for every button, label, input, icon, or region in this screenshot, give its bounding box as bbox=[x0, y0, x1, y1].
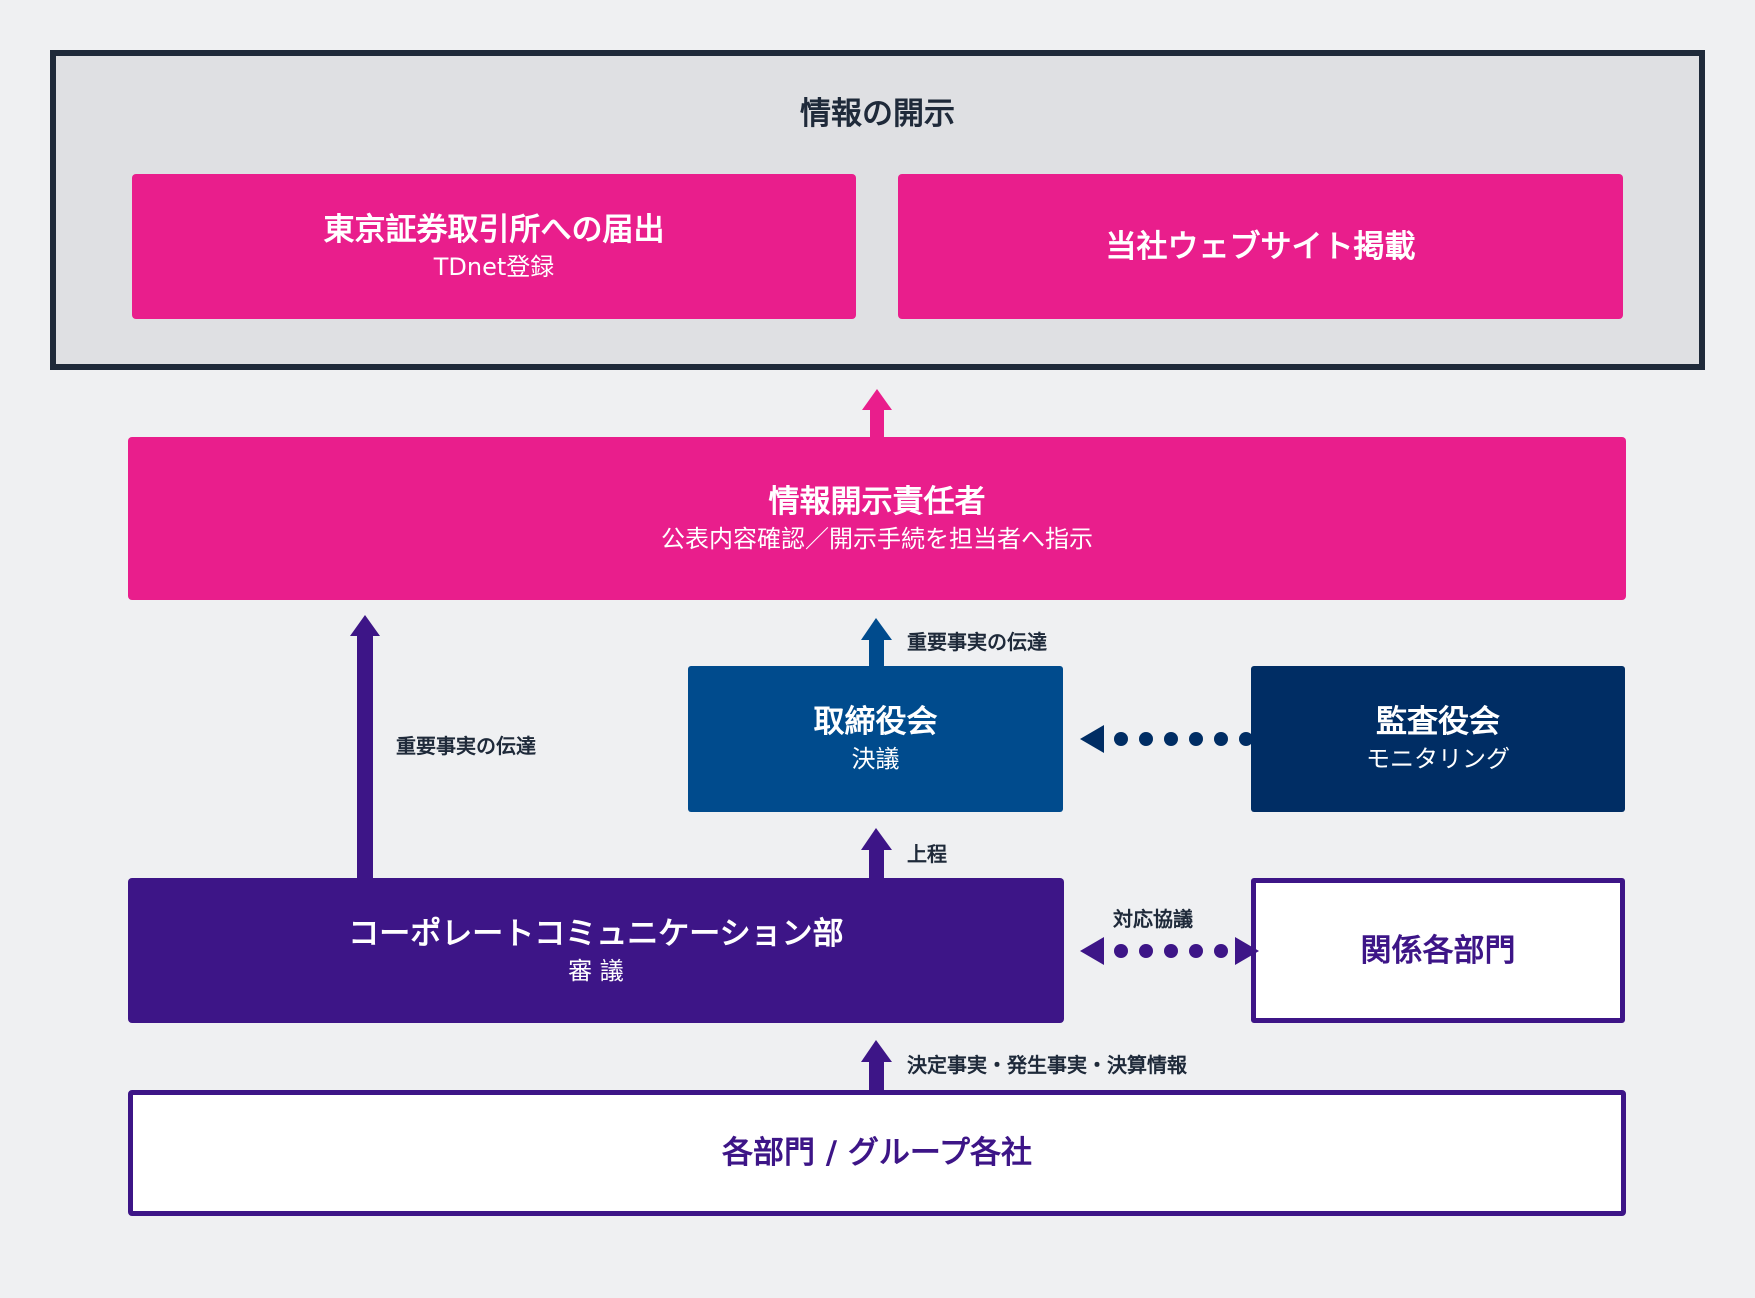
arrow-board-to-officer bbox=[861, 618, 892, 668]
arrow-corp-related-consult bbox=[1080, 937, 1259, 965]
label-left-transmit: 重要事実の伝達 bbox=[396, 734, 536, 758]
label-submit: 上程 bbox=[907, 842, 947, 866]
tse-filing-box: 東京証券取引所への届出 TDnet登録 bbox=[132, 174, 856, 319]
label-facts: 決定事実・発生事実・決算情報 bbox=[907, 1053, 1187, 1077]
arrow-corp-to-board bbox=[861, 828, 892, 880]
label-board-transmit: 重要事実の伝達 bbox=[907, 630, 1047, 654]
arrow-officer-to-disclosure bbox=[862, 389, 892, 438]
departments-group-title: 各部門 / グループ各社 bbox=[721, 1135, 1033, 1171]
related-departments-title: 関係各部門 bbox=[1360, 932, 1516, 969]
corporate-communication-title: コーポレートコミュニケーション部 bbox=[348, 915, 844, 952]
disclosure-officer-box: 情報開示責任者 公表内容確認／開示手続を担当者へ指示 bbox=[128, 437, 1626, 600]
arrow-depts-to-corp bbox=[861, 1040, 892, 1092]
disclosure-title: 情報の開示 bbox=[800, 96, 955, 132]
tse-filing-title: 東京証券取引所への届出 bbox=[323, 211, 665, 248]
arrow-audit-to-board bbox=[1080, 725, 1253, 753]
website-posting-title: 当社ウェブサイト掲載 bbox=[1105, 228, 1416, 265]
audit-board-box: 監査役会 モニタリング bbox=[1251, 666, 1625, 812]
arrow-corp-to-officer bbox=[350, 615, 380, 880]
related-departments-box: 関係各部門 bbox=[1251, 878, 1625, 1023]
corporate-communication-box: コーポレートコミュニケーション部 審 議 bbox=[128, 878, 1064, 1023]
departments-group-box: 各部門 / グループ各社 bbox=[128, 1090, 1626, 1216]
label-consult: 対応協議 bbox=[1113, 907, 1193, 931]
audit-title: 監査役会 bbox=[1376, 704, 1500, 740]
disclosure-officer-title: 情報開示責任者 bbox=[768, 483, 986, 520]
board-title: 取締役会 bbox=[813, 704, 938, 740]
board-sub: 決議 bbox=[851, 745, 900, 773]
corporate-communication-sub: 審 議 bbox=[568, 956, 624, 985]
tse-filing-sub: TDnet登録 bbox=[433, 252, 555, 281]
website-posting-box: 当社ウェブサイト掲載 bbox=[898, 174, 1623, 319]
board-of-directors-box: 取締役会 決議 bbox=[688, 666, 1063, 812]
disclosure-officer-sub: 公表内容確認／開示手続を担当者へ指示 bbox=[661, 524, 1093, 553]
audit-sub: モニタリング bbox=[1366, 745, 1510, 773]
